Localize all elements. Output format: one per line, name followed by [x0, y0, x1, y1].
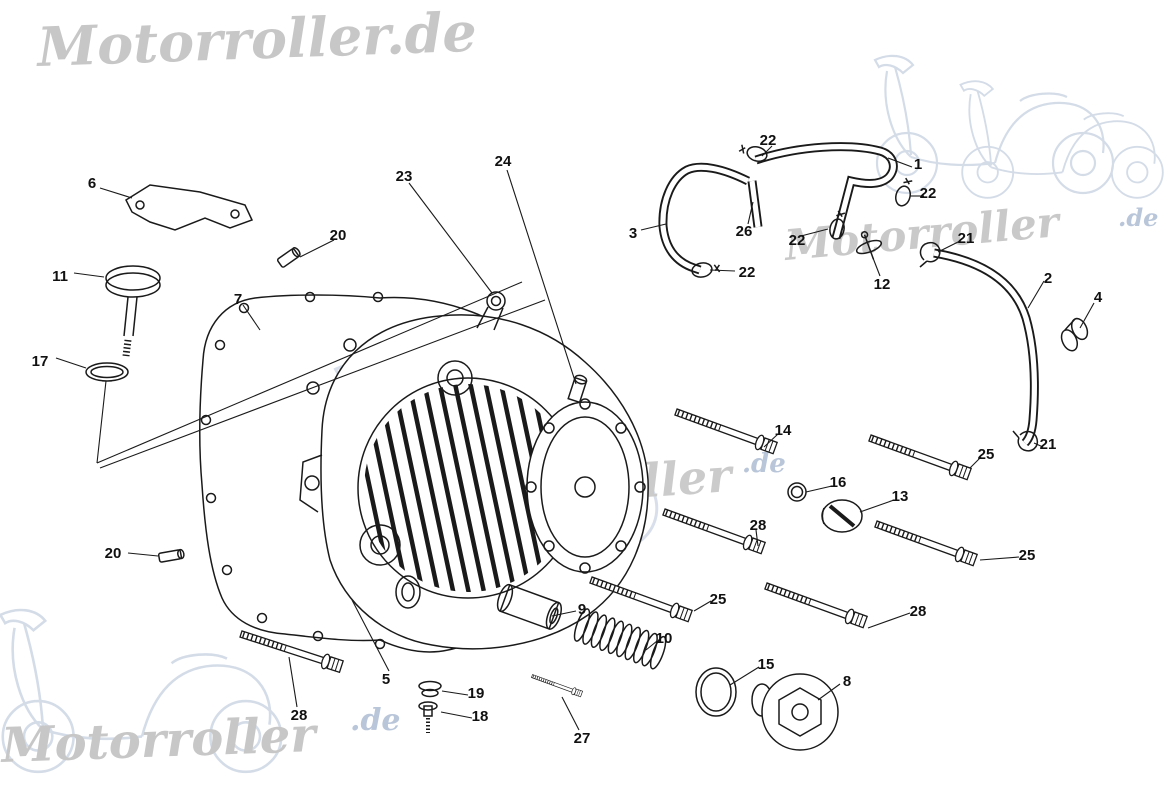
screw-27: [529, 670, 585, 700]
callout-12: 12: [874, 276, 891, 293]
o-ring-16-drawing: [787, 482, 807, 502]
o-ring-15-drawing: [695, 667, 737, 717]
callout-3: 3: [629, 225, 637, 242]
callout-22d: 22: [739, 264, 756, 281]
o-ring-17-drawing: [85, 362, 129, 382]
dowel-pin-top-drawing: [276, 247, 301, 268]
callout-25a: 25: [978, 446, 995, 463]
watermark-brand-right: Motorroller: [781, 197, 1064, 270]
callout-28a: 28: [750, 517, 767, 534]
callout-8: 8: [843, 673, 851, 690]
callout-6: 6: [88, 175, 96, 192]
callout-5: 5: [382, 671, 390, 688]
callout-13: 13: [892, 488, 909, 505]
washer-19-drawing: [418, 680, 442, 698]
callout-18: 18: [472, 708, 489, 725]
plug-13-drawing: [821, 499, 863, 533]
leader-lines: [55, 145, 1095, 731]
clamp-12-drawing: [855, 231, 883, 260]
callout-28c: 28: [291, 707, 308, 724]
callout-21a: 21: [958, 230, 975, 247]
callout-16: 16: [830, 474, 847, 491]
clutch-cover-drawing: [299, 291, 649, 650]
callout-19: 19: [468, 685, 485, 702]
callout-4: 4: [1094, 289, 1103, 306]
callout-21b: 21: [1040, 436, 1057, 453]
callout-22c: 22: [789, 232, 806, 249]
callout-20b: 20: [105, 545, 122, 562]
callout-1: 1: [914, 156, 922, 173]
dowel-pin-bottom-drawing: [157, 548, 185, 563]
callout-25c: 25: [710, 591, 727, 608]
callout-23: 23: [396, 168, 413, 185]
callout-27: 27: [574, 730, 591, 747]
callout-9: 9: [578, 601, 586, 618]
callout-24: 24: [495, 153, 512, 170]
bolt-28b: [763, 579, 867, 629]
watermark-suffix-top-right: .de: [1118, 203, 1158, 232]
bolt-25a: [867, 431, 971, 481]
bolt-25b: [873, 517, 977, 567]
callout-14: 14: [775, 422, 792, 439]
callout-10: 10: [656, 630, 673, 647]
callout-28b: 28: [910, 603, 927, 620]
callout-22b: 22: [920, 185, 937, 202]
scooter-watermark-top-right: [873, 54, 1164, 199]
callout-17: 17: [32, 353, 49, 370]
watermark-suffix-center: .de: [742, 449, 786, 479]
callout-20a: 20: [330, 227, 347, 244]
callout-labels: 6 23 24 22 1 22 3 26 22 22 12 21 2 4 20 …: [32, 132, 1103, 747]
callout-26: 26: [736, 223, 753, 240]
bolt-28c: [239, 627, 344, 674]
hoses-drawing: [658, 142, 1039, 447]
dipstick-drawing: [105, 265, 161, 357]
drain-plug-8-drawing: [751, 673, 839, 751]
watermark-brand-bottom: Motorroller: [0, 707, 320, 774]
bracket-drawing: [125, 184, 254, 231]
callout-11: 11: [52, 268, 68, 285]
watermark-suffix-bottom: .de: [350, 703, 401, 738]
callout-22a: 22: [760, 132, 777, 149]
callout-7: 7: [234, 291, 242, 308]
callout-25b: 25: [1019, 547, 1036, 564]
callout-2: 2: [1044, 270, 1052, 287]
spring-10-drawing: [573, 608, 667, 670]
valve-18-drawing: [418, 701, 438, 733]
grommet-4-drawing: [1060, 317, 1089, 352]
callout-15: 15: [758, 656, 775, 673]
watermark-brand-top: Motorroller.de: [34, 0, 477, 79]
